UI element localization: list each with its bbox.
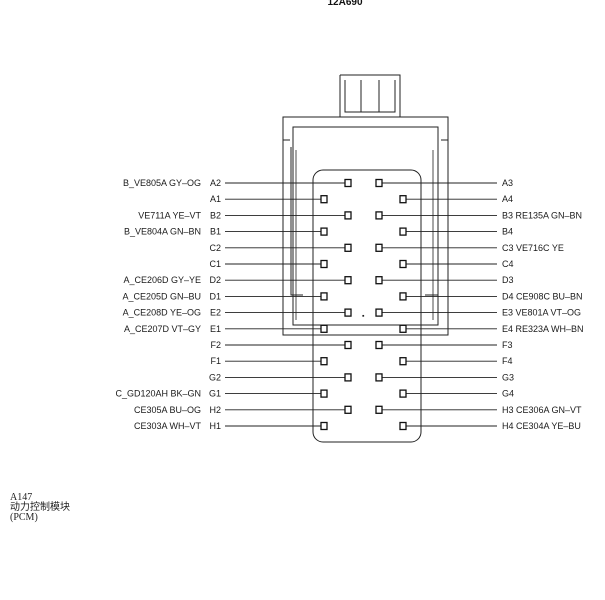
contact-e2	[344, 308, 352, 317]
contact-h1	[320, 421, 328, 431]
contact-b4	[399, 227, 407, 236]
pin-id-g1: G1	[209, 389, 221, 399]
contact-a1	[320, 195, 328, 204]
pin-id-h1: H1	[209, 421, 221, 431]
contact-d4	[399, 292, 407, 301]
pin-label-c4: C4	[502, 259, 514, 269]
pin-id-b1: B1	[210, 227, 221, 237]
contact-e1	[320, 324, 328, 333]
component-caption: A147 动力控制模块 (PCM)	[10, 493, 70, 523]
contact-f2	[344, 340, 352, 350]
pin-id-f1: F1	[210, 356, 221, 366]
contact-d2	[344, 276, 352, 285]
circuit-label-h1: CE303A WH–VT	[134, 421, 202, 431]
pin-id-e2: E2	[210, 308, 221, 318]
contact-b1	[320, 227, 328, 236]
pin-id-h2: H2	[209, 405, 221, 415]
contact-d3	[375, 276, 383, 285]
component-abbr: (PCM)	[10, 512, 38, 523]
pin-label-g3: G3	[502, 372, 514, 382]
pin-label-g4: G4	[502, 389, 514, 399]
contact-c4	[399, 259, 407, 269]
pin-label-b3: B3 RE135A GN–BN	[502, 210, 582, 220]
contact-g4	[399, 389, 407, 398]
pin-label-e4: E4 RE323A WH–BN	[502, 324, 584, 334]
pin-label-c3: C3 VE716C YE	[502, 243, 564, 253]
contact-g3	[375, 373, 383, 382]
center-key-mark: ▪	[362, 313, 365, 320]
contact-c3	[375, 243, 383, 252]
pin-id-c1: C1	[209, 259, 221, 269]
pin-id-b2: B2	[210, 210, 221, 220]
circuit-label-e2: A_CE208D YE–OG	[123, 308, 201, 318]
circuit-label-g1: C_GD120AH BK–GN	[115, 389, 201, 399]
pin-leader-lines	[225, 182, 497, 427]
contact-b3	[375, 211, 383, 220]
housing-ribs	[295, 150, 434, 320]
contact-insert	[312, 169, 422, 443]
pin-id-d2: D2	[209, 275, 221, 285]
pin-id-f2: F2	[210, 340, 221, 350]
guide-rails	[290, 147, 439, 296]
latch-slot	[344, 80, 396, 113]
pin-contacts	[320, 178, 407, 431]
contact-f3	[375, 340, 383, 350]
pin-id-a2: A2	[210, 178, 221, 188]
pin-label-d3: D3	[502, 275, 514, 285]
pin-id-g2: G2	[209, 372, 221, 382]
contact-a4	[399, 195, 407, 204]
contact-f1	[320, 357, 328, 366]
latch-tab	[340, 74, 401, 117]
pin-label-a4: A4	[502, 194, 513, 204]
pin-id-a1: A1	[210, 194, 221, 204]
housing-inner-outline	[292, 126, 439, 326]
contact-h3	[375, 405, 383, 414]
circuit-label-e1: A_CE207D VT–GY	[124, 324, 201, 334]
circuit-label-b2: VE711A YE–VT	[138, 210, 201, 220]
contact-c1	[320, 259, 328, 269]
contact-b2	[344, 211, 352, 220]
contact-h4	[399, 421, 407, 431]
connector-title: 12A690	[327, 0, 362, 8]
pin-label-f3: F3	[502, 340, 513, 350]
contact-f4	[399, 357, 407, 366]
contact-e4	[399, 324, 407, 333]
pin-label-b4: B4	[502, 227, 513, 237]
circuit-label-d2: A_CE206D GY–YE	[123, 275, 201, 285]
contact-a3	[375, 178, 383, 188]
contact-h2	[344, 405, 352, 414]
pin-label-h3: H3 CE306A GN–VT	[502, 405, 582, 415]
contact-e3	[375, 308, 383, 317]
pin-id-c2: C2	[209, 243, 221, 253]
circuit-label-b1: B_VE804A GN–BN	[124, 227, 201, 237]
pin-label-e3: E3 VE801A VT–OG	[502, 308, 581, 318]
pin-label-a3: A3	[502, 178, 513, 188]
pin-id-d1: D1	[209, 291, 221, 301]
contact-g1	[320, 389, 328, 398]
contact-c2	[344, 243, 352, 252]
circuit-label-d1: A_CE205D GN–BU	[122, 291, 201, 301]
contact-a2	[344, 178, 352, 188]
pin-label-d4: D4 CE908C BU–BN	[502, 291, 583, 301]
component-id: A147	[10, 492, 33, 503]
pin-label-h4: H4 CE304A YE–BU	[502, 421, 581, 431]
circuit-label-h2: CE305A BU–OG	[134, 405, 201, 415]
contact-d1	[320, 292, 328, 301]
circuit-label-a2: B_VE805A GY–OG	[123, 178, 201, 188]
component-name: 动力控制模块	[10, 502, 70, 513]
connector-housing	[282, 74, 449, 443]
contact-g2	[344, 373, 352, 382]
latch-ribs	[360, 80, 380, 112]
housing-outer-outline	[282, 116, 449, 336]
pin-id-e1: E1	[210, 324, 221, 334]
pin-label-f4: F4	[502, 356, 513, 366]
